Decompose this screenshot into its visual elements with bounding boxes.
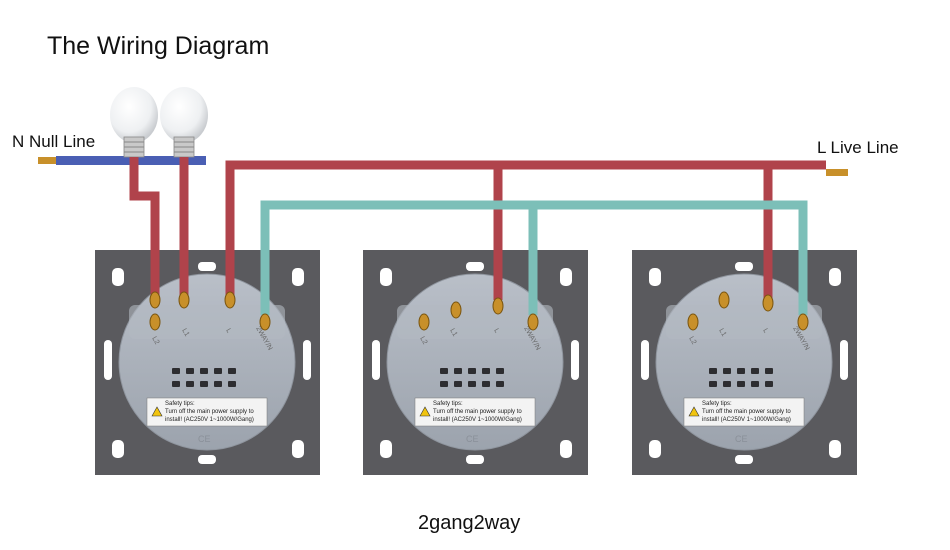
- live-wires: [129, 157, 826, 300]
- neutral-line-label: N Null Line: [12, 132, 96, 151]
- safety-heading: Safety tips:: [165, 401, 195, 407]
- safety-heading: Safety tips:: [702, 401, 732, 407]
- terminal-label-l1: L1: [448, 328, 458, 338]
- switch-2: Safety tips: Turn off the main power sup…: [363, 250, 588, 475]
- terminal-label-l1: L1: [717, 328, 727, 338]
- terminal-label-l: L: [224, 328, 232, 335]
- safety-line-1: Turn off the main power supply to: [433, 409, 522, 415]
- terminal-screws: [149, 291, 809, 331]
- traveler-wires: [260, 200, 808, 315]
- light-bulb-2: [160, 87, 208, 158]
- live-line-wire: [826, 169, 848, 176]
- live-line-label: L Live Line: [817, 138, 899, 157]
- terminal-label-l: L: [492, 328, 500, 335]
- safety-line-2: install! (AC250V 1~1000W/Gang): [433, 417, 522, 423]
- terminal-label-l2: L2: [418, 336, 428, 346]
- safety-line-1: Turn off the main power supply to: [702, 409, 791, 415]
- terminal-label-l1: L1: [180, 328, 190, 338]
- safety-line-2: install! (AC250V 1~1000W/Gang): [165, 417, 254, 423]
- diagram-caption: 2gang2way: [418, 512, 521, 534]
- diagram-title: The Wiring Diagram: [47, 32, 270, 60]
- ce-mark: CE: [735, 434, 748, 444]
- switch-3: Safety tips: Turn off the main power sup…: [632, 250, 857, 475]
- live-bus-wire: [225, 160, 826, 298]
- ce-mark: CE: [466, 434, 479, 444]
- terminal-label-l2: L2: [687, 336, 697, 346]
- ce-mark: CE: [198, 434, 211, 444]
- switch-1: Safety tips: Turn off the main power sup…: [95, 250, 320, 475]
- bulb-1-to-switch-1-wire: [129, 157, 160, 300]
- safety-line-1: Turn off the main power supply to: [165, 409, 254, 415]
- terminal-label-l2: L2: [150, 336, 160, 346]
- terminal-label-l: L: [761, 328, 769, 335]
- safety-heading: Safety tips:: [433, 401, 463, 407]
- safety-line-2: install! (AC250V 1~1000W/Gang): [702, 417, 791, 423]
- light-bulb-1: [110, 87, 158, 158]
